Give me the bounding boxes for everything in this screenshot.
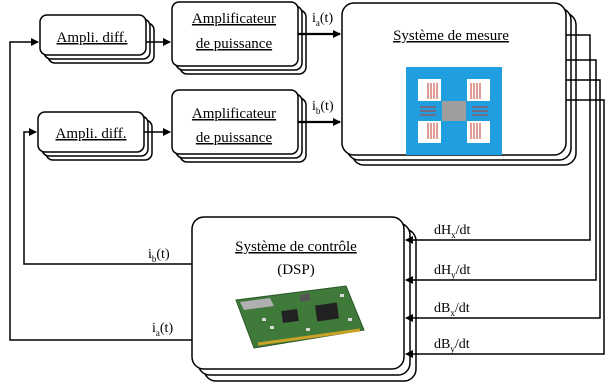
control-system-sublabel: (DSP) [277, 262, 315, 278]
sensor-image [406, 67, 502, 155]
power-amp-2-line2: de puissance [196, 130, 273, 146]
power-amp-2-block: Amplificateur de puissance [171, 89, 307, 163]
diff-amp-1-label: Ampli. diff. [57, 30, 128, 46]
diff-amp-2-block: Ampli. diff. [37, 111, 153, 161]
signal-dHy: dHy/dt [434, 263, 471, 280]
power-amp-1-block: Amplificateur de puissance [171, 1, 307, 75]
power-amp-1-line2: de puissance [196, 36, 273, 52]
diff-amp-2-label: Ampli. diff. [56, 126, 127, 142]
signal-dBx: dBx/dt [434, 301, 470, 318]
signal-dHx: dHx/dt [434, 223, 471, 240]
connections [9, 30, 605, 358]
measurement-system-label: Système de mesure [393, 28, 509, 44]
dsp-board-image [235, 285, 365, 349]
diff-amp-1-block: Ampli. diff. [39, 14, 155, 64]
signal-ia-out: ia(t) [312, 11, 333, 28]
control-system-label: Système de contrôle [235, 239, 357, 255]
signal-ib-out: ib(t) [312, 99, 334, 116]
signal-ia-feedback: ia(t) [152, 321, 173, 338]
signal-dBy: dBy/dt [434, 337, 470, 354]
power-amp-2-line1: Amplificateur [192, 106, 276, 122]
signal-ib-feedback: ib(t) [148, 247, 170, 264]
power-amp-1-line1: Amplificateur [192, 11, 276, 27]
